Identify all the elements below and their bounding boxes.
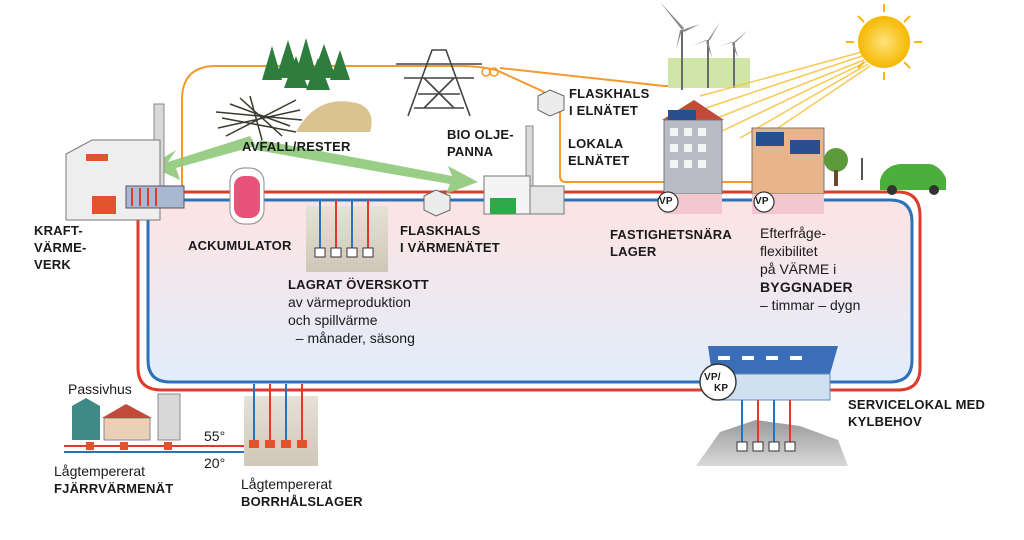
service-building-label: SERVICELOKAL MED KYLBEHOV (848, 396, 985, 430)
vp-kp-badge-text: VP/ KP (704, 372, 728, 394)
low-temp-borehole-line-2: BORRHÅLSLAGER (241, 494, 363, 509)
seasonal-storage-line-3: – månader, säsong (288, 330, 415, 346)
seasonal-storage-line-2: och spillvärme (288, 312, 378, 328)
waste-label: AVFALL/RESTER (242, 139, 351, 154)
seasonal-storage-title: LAGRAT ÖVERSKOTT (288, 277, 429, 292)
chp-label-line-2: VÄRME- (34, 240, 87, 255)
apartment-building-icon (662, 100, 724, 214)
vp-kp-top: VP/ (704, 372, 721, 383)
branch-pile (215, 95, 303, 141)
waste-arrows (150, 136, 478, 194)
property-storage-label: FASTIGHETSNÄRA LAGER (610, 226, 732, 260)
low-temp-borehole-label: Lågtempererat BORRHÅLSLAGER (241, 475, 363, 510)
temp-low-label: 20° (204, 455, 226, 471)
temp-high-label: 55° (204, 428, 226, 444)
low-temp-network-line-1: Lågtempererat (54, 463, 146, 479)
seasonal-storage-line-1: av värmeproduktion (288, 294, 411, 310)
bottleneck-box-power (537, 89, 565, 117)
wind-turbines (660, 2, 750, 90)
demand-flex-line-4: BYGGNADER (760, 279, 853, 295)
demand-flex-line-5: – timmar – dygn (760, 297, 861, 313)
demand-flex-label: Efterfråge- flexibilitet på VÄRME i BYGG… (760, 224, 860, 314)
passive-houses-icon (64, 393, 244, 453)
vp-kp-bottom: KP (714, 383, 729, 394)
bio-oil-boiler-icon (483, 125, 565, 215)
bio-oil-label-line-1: BIO OLJE- (447, 127, 514, 142)
service-building-line-2: KYLBEHOV (848, 414, 922, 429)
vp-badge-2-text: VP (755, 196, 769, 207)
low-temp-borehole-line-1: Lågtempererat (241, 476, 333, 492)
low-temp-network-label: Lågtempererat FJÄRRVÄRMENÄT (54, 462, 173, 497)
chp-label-line-1: KRAFT- (34, 223, 83, 238)
local-grid-line-1: LOKALA (568, 136, 624, 151)
heat-pump-badges (657, 191, 775, 213)
sun (699, 4, 922, 141)
transmission-tower-icon (396, 49, 499, 117)
tree-icon (824, 148, 848, 186)
accumulator-tank-icon (229, 167, 265, 225)
chp-label: KRAFT- VÄRME- VERK (34, 222, 86, 273)
heat-bottleneck-line-1: FLASKHALS (400, 223, 481, 238)
vp-badge-1-text: VP (659, 196, 673, 207)
passive-house-label: Passivhus (68, 381, 132, 397)
demand-flex-line-2: flexibilitet (760, 243, 818, 259)
seasonal-storage-boreholes (306, 200, 388, 272)
forest-icon (262, 38, 350, 90)
chp-label-line-3: VERK (34, 257, 71, 272)
low-temp-network-line-2: FJÄRRVÄRMENÄT (54, 481, 174, 496)
seasonal-storage-label: LAGRAT ÖVERSKOTT av värmeproduktion och … (288, 276, 429, 347)
power-bottleneck-line-2: I ELNÄTET (569, 103, 638, 118)
electric-car-icon (861, 158, 946, 195)
bio-oil-label-line-2: PANNA (447, 144, 494, 159)
service-building-line-1: SERVICELOKAL MED (848, 397, 986, 412)
demand-flex-line-3: på VÄRME i (760, 261, 837, 277)
low-temp-borehole-storage (244, 384, 318, 466)
heat-bottleneck-label: FLASKHALS I VÄRMENÄTET (400, 222, 500, 256)
property-storage-line-1: FASTIGHETSNÄRA (610, 227, 732, 242)
accumulator-label: ACKUMULATOR (188, 238, 292, 253)
bio-oil-label: BIO OLJE- PANNA (447, 126, 514, 160)
demand-flex-line-1: Efterfråge- (760, 225, 827, 241)
chp-plant-icon (65, 103, 185, 221)
vp-kp-badge (699, 363, 737, 401)
heat-bottleneck-line-2: I VÄRMENÄTET (400, 240, 500, 255)
local-grid-label: LOKALA ELNÄTET (568, 135, 629, 169)
power-bottleneck-line-1: FLASKHALS (569, 86, 650, 101)
power-bottleneck-label: FLASKHALS I ELNÄTET (569, 85, 650, 119)
local-grid-line-2: ELNÄTET (568, 153, 630, 168)
bottleneck-box-heat (423, 189, 451, 217)
service-building-icon (696, 346, 848, 466)
property-storage-line-2: LAGER (610, 244, 657, 259)
woodchip-pile (296, 101, 372, 132)
